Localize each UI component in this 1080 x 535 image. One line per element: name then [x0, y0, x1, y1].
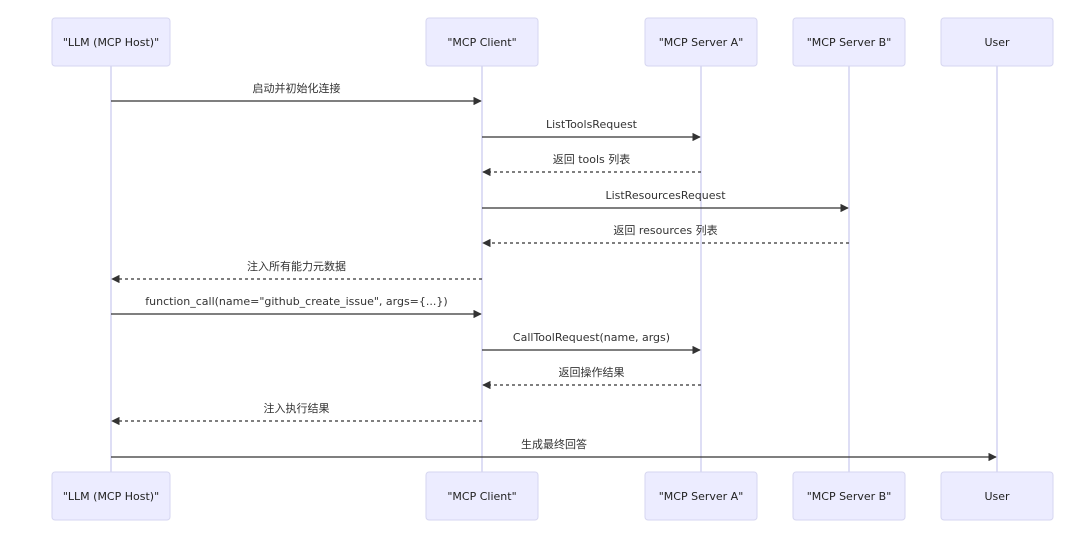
participant-label: User: [984, 490, 1010, 503]
participant-llm-bottom: "LLM (MCP Host)": [51, 471, 171, 521]
message-10: 注入执行结果: [111, 401, 482, 426]
message-label: CallToolRequest(name, args): [513, 331, 670, 344]
participant-label: "MCP Server B": [807, 490, 892, 503]
message-label: 返回操作结果: [559, 365, 625, 379]
participant-label: "MCP Server A": [659, 36, 744, 49]
participant-box: [940, 17, 1054, 67]
participant-serverB-bottom: "MCP Server B": [792, 471, 906, 521]
message-11: 生成最终回答: [111, 437, 997, 462]
message-label: 注入执行结果: [264, 401, 330, 415]
message-label: 启动并初始化连接: [253, 81, 341, 95]
message-label: ListResourcesRequest: [605, 189, 726, 202]
participant-user-bottom: User: [940, 471, 1054, 521]
participant-box: [792, 471, 906, 521]
participant-client-top: "MCP Client": [425, 17, 539, 67]
message-6: 注入所有能力元数据: [111, 259, 482, 284]
participant-serverA-bottom: "MCP Server A": [644, 471, 758, 521]
participant-label: "MCP Client": [447, 36, 516, 49]
message-label: 生成最终回答: [521, 437, 587, 451]
message-4: ListResourcesRequest: [482, 189, 849, 213]
message-7: function_call(name="github_create_issue"…: [111, 295, 482, 319]
participant-box: [51, 471, 171, 521]
lifelines: [110, 66, 998, 472]
participants-top: "LLM (MCP Host)" "MCP Client" "MCP Server …: [51, 17, 1054, 67]
message-2: ListToolsRequest: [482, 118, 701, 142]
participant-box: [51, 17, 171, 67]
participant-label: "LLM (MCP Host)": [63, 36, 159, 49]
participant-box: [644, 471, 758, 521]
messages: 启动并初始化连接 ListToolsRequest 返回 tools 列表 ListR…: [111, 81, 997, 462]
participant-label: "MCP Client": [447, 490, 516, 503]
participant-label: "LLM (MCP Host)": [63, 490, 159, 503]
participants-bottom: "LLM (MCP Host)" "MCP Client" "MCP Server …: [51, 471, 1054, 521]
message-label: 注入所有能力元数据: [247, 259, 346, 273]
message-label: 返回 tools 列表: [553, 152, 631, 166]
participant-box: [792, 17, 906, 67]
participant-client-bottom: "MCP Client": [425, 471, 539, 521]
message-3: 返回 tools 列表: [482, 152, 701, 177]
message-8: CallToolRequest(name, args): [482, 331, 701, 355]
participant-serverB-top: "MCP Server B": [792, 17, 906, 67]
message-9: 返回操作结果: [482, 365, 701, 390]
message-label: 返回 resources 列表: [613, 223, 717, 237]
message-label: ListToolsRequest: [546, 118, 638, 131]
message-1: 启动并初始化连接: [111, 81, 482, 106]
participant-box: [644, 17, 758, 67]
participant-label: "MCP Server A": [659, 490, 744, 503]
participant-box: [940, 471, 1054, 521]
participant-user-top: User: [940, 17, 1054, 67]
participant-llm-top: "LLM (MCP Host)": [51, 17, 171, 67]
participant-label: "MCP Server B": [807, 36, 892, 49]
message-5: 返回 resources 列表: [482, 223, 849, 248]
participant-box: [425, 17, 539, 67]
participant-serverA-top: "MCP Server A": [644, 17, 758, 67]
message-label: function_call(name="github_create_issue"…: [145, 295, 447, 308]
participant-label: User: [984, 36, 1010, 49]
participant-box: [425, 471, 539, 521]
